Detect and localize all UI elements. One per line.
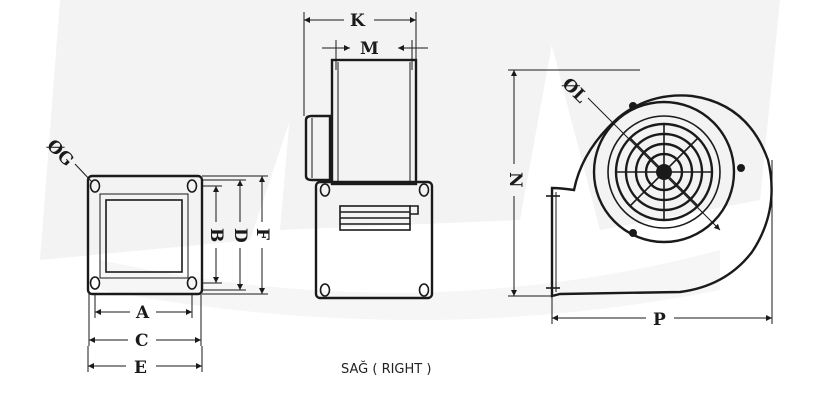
fan-scroll-view xyxy=(546,94,773,298)
dimension-label-b: B xyxy=(206,228,226,242)
dimension-n: N xyxy=(505,69,640,297)
dimension-p: P xyxy=(551,160,773,330)
dimension-label-d: D xyxy=(230,228,250,243)
dimension-c: C xyxy=(88,294,202,351)
dimension-f: F xyxy=(202,175,272,295)
dimension-label-e: E xyxy=(134,358,147,378)
dimension-b: B xyxy=(202,185,226,284)
dimension-label-k: K xyxy=(350,11,366,31)
dimension-label-a: A xyxy=(135,303,150,323)
dimension-d: D xyxy=(202,179,250,291)
dimension-e: E xyxy=(87,346,203,378)
dimension-m: M xyxy=(322,39,428,70)
flange-front-view xyxy=(86,174,204,296)
dimension-label-n: N xyxy=(505,172,525,188)
dimension-label-m: M xyxy=(360,39,379,59)
dimension-label-p: P xyxy=(653,310,666,330)
dimension-label-f: F xyxy=(252,228,272,240)
watermark-background xyxy=(40,0,780,320)
view-caption: SAĞ ( RIGHT ) xyxy=(341,361,431,377)
fan-side-view xyxy=(304,58,434,300)
dimension-k: K xyxy=(303,11,417,116)
dimension-a: A xyxy=(94,294,193,323)
dimension-label-c: C xyxy=(135,331,149,351)
